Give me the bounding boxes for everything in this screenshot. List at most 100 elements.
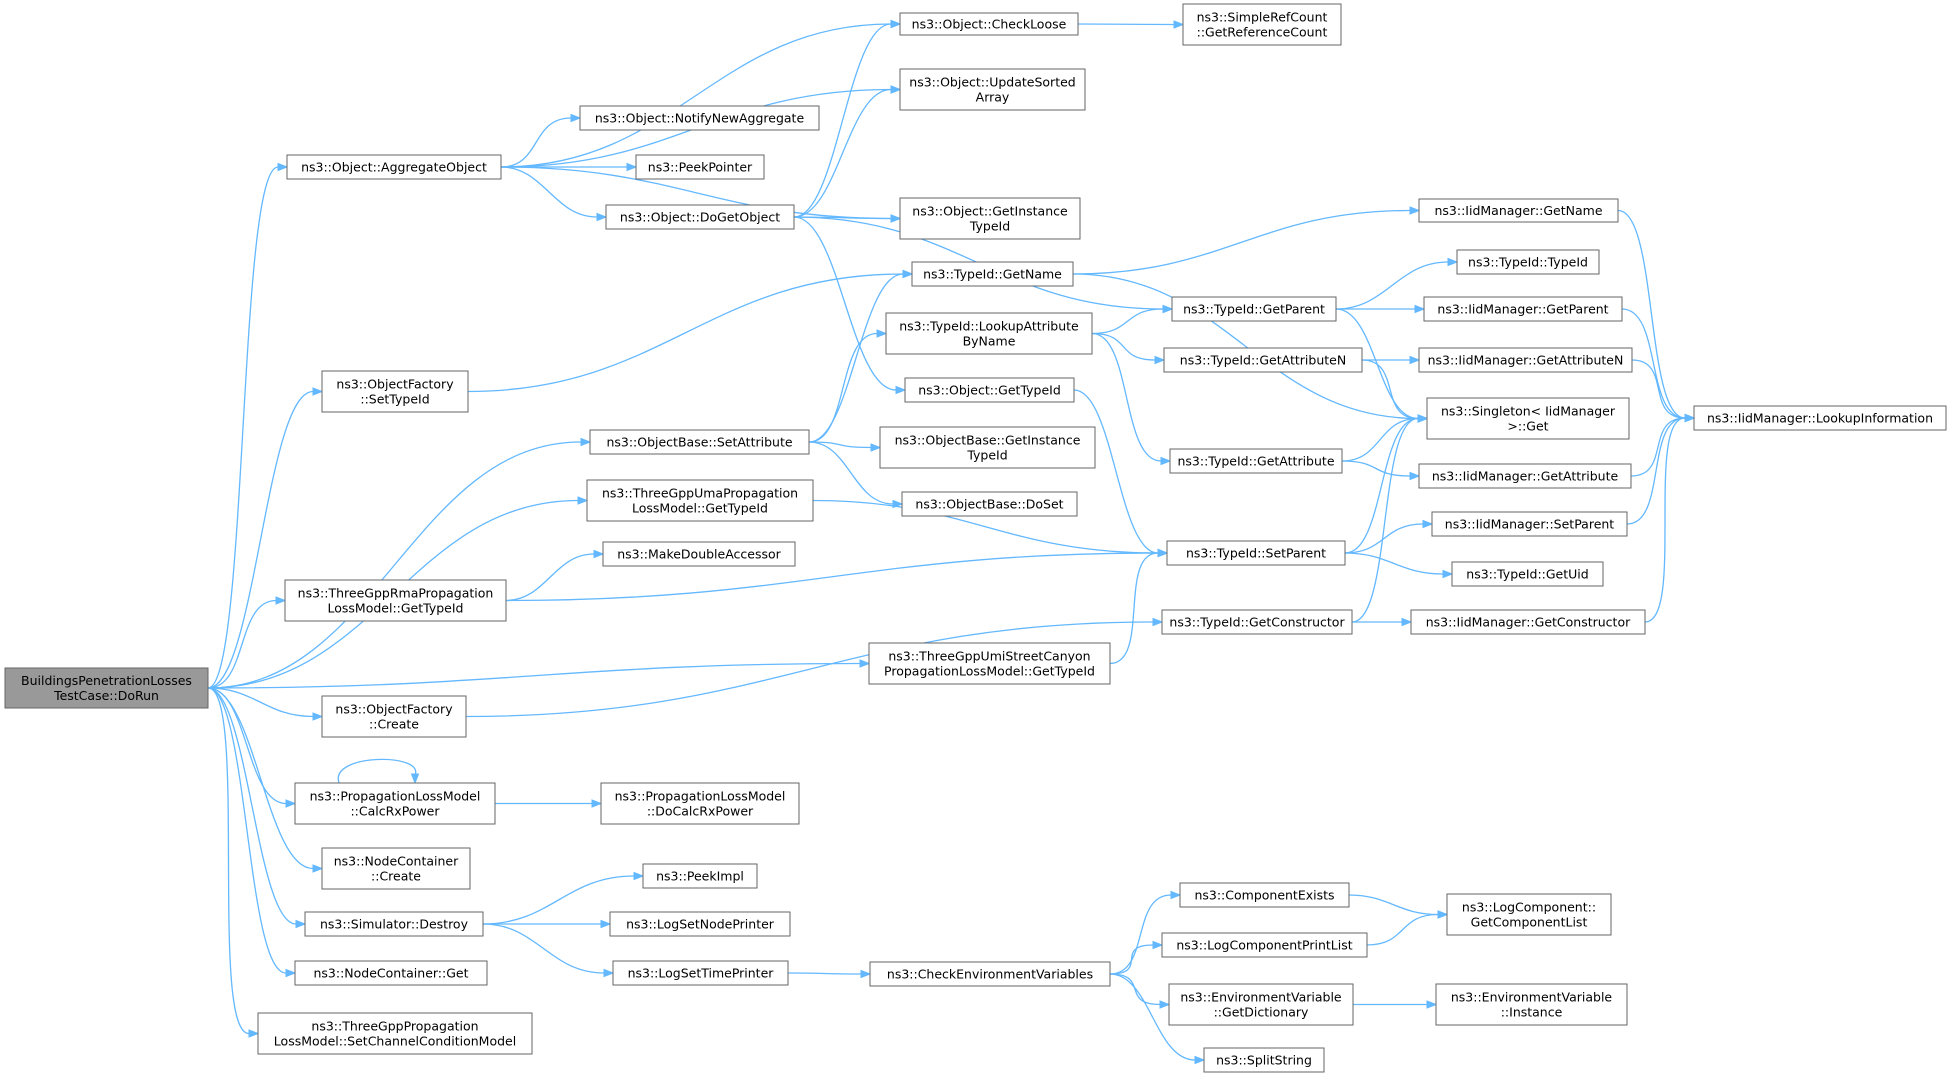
node-box	[1426, 397, 1630, 440]
node-box	[1423, 296, 1623, 322]
node-typeid-get-constructor[interactable]: ns3::TypeId::GetConstructor	[1161, 609, 1353, 635]
node-label: ::Create	[371, 869, 421, 884]
node-typeid-get-parent[interactable]: ns3::TypeId::GetParent	[1171, 296, 1337, 322]
edge-line	[1631, 359, 1686, 419]
arrowhead-icon	[902, 269, 914, 279]
node-do-calc-rx-power[interactable]: ns3::PropagationLossModel::DoCalcRxPower	[600, 782, 800, 825]
edge-line	[1072, 273, 1419, 420]
node-umi-get-typeid[interactable]: ns3::ThreeGppUmiStreetCanyonPropagationL…	[868, 642, 1111, 685]
node-root[interactable]: BuildingsPenetrationLossesTestCase::DoRu…	[4, 667, 209, 709]
edge-object_get_typeid-to-typeid_set_parent	[1073, 389, 1169, 558]
node-simulator-destroy[interactable]: ns3::Simulator::Destroy	[304, 911, 484, 937]
node-env-instance[interactable]: ns3::EnvironmentVariable::Instance	[1435, 983, 1628, 1026]
node-label: ::GetDictionary	[1214, 1005, 1309, 1020]
node-node-container-create[interactable]: ns3::NodeContainer::Create	[321, 847, 471, 890]
node-iid-get-parent[interactable]: ns3::IidManager::GetParent	[1423, 296, 1623, 322]
arrowhead-icon	[890, 85, 902, 94]
node-node-container-get[interactable]: ns3::NodeContainer::Get	[294, 960, 488, 986]
node-label: PropagationLossModel::GetTypeId	[884, 664, 1095, 679]
node-component-exists[interactable]: ns3::ComponentExists	[1179, 882, 1350, 908]
node-box	[1693, 405, 1947, 431]
node-typeid-get-attribute-n[interactable]: ns3::TypeId::GetAttributeN	[1163, 347, 1363, 373]
edge-line	[505, 552, 1159, 602]
node-iid-get-attribute-n[interactable]: ns3::IidManager::GetAttributeN	[1418, 347, 1633, 373]
node-label: GetComponentList	[1471, 915, 1588, 930]
node-singleton-get[interactable]: ns3::Singleton< IidManager>::Get	[1426, 397, 1630, 440]
edge-log_set_time_printer-to-check_environment_variables	[787, 969, 872, 979]
node-label: ns3::ObjectBase::GetInstance	[895, 433, 1081, 448]
node-box	[1169, 448, 1343, 474]
node-iid-get-attribute[interactable]: ns3::IidManager::GetAttribute	[1418, 463, 1632, 489]
node-box	[605, 204, 795, 230]
node-get-component-list[interactable]: ns3::LogComponent::GetComponentList	[1446, 893, 1612, 936]
node-make-double-accessor[interactable]: ns3::MakeDoubleAccessor	[602, 541, 796, 567]
node-label: ::CalcRxPower	[350, 804, 440, 819]
arrowhead-icon	[277, 162, 289, 172]
node-check-environment-variables[interactable]: ns3::CheckEnvironmentVariables	[869, 961, 1111, 987]
node-typeid-get-uid[interactable]: ns3::TypeId::GetUid	[1451, 561, 1604, 587]
node-set-channel-condition-model[interactable]: ns3::ThreeGppPropagationLossModel::SetCh…	[257, 1012, 533, 1055]
node-objectbase-doset[interactable]: ns3::ObjectBase::DoSet	[901, 491, 1078, 517]
node-log-set-node-printer[interactable]: ns3::LogSetNodePrinter	[609, 911, 791, 937]
node-iid-get-constructor[interactable]: ns3::IidManager::GetConstructor	[1410, 609, 1646, 635]
node-iid-lookup-information[interactable]: ns3::IidManager::LookupInformation	[1693, 405, 1947, 431]
node-check-loose[interactable]: ns3::Object::CheckLoose	[899, 12, 1079, 36]
node-label: ns3::Simulator::Destroy	[320, 917, 469, 932]
arrowhead-icon	[1401, 617, 1413, 627]
node-env-get-dictionary[interactable]: ns3::EnvironmentVariable::GetDictionary	[1168, 983, 1354, 1026]
node-object-factory-create[interactable]: ns3::ObjectFactory::Create	[321, 695, 467, 738]
edge-do_get_object-to-check_loose	[793, 19, 902, 218]
edge-line	[1344, 417, 1419, 554]
node-iid-get-name[interactable]: ns3::IidManager::GetName	[1418, 198, 1619, 223]
node-peek-pointer[interactable]: ns3::PeekPointer	[635, 154, 765, 180]
node-rma-get-typeid[interactable]: ns3::ThreeGppRmaPropagationLossModel::Ge…	[284, 579, 507, 622]
edge-iid_get_attribute-to-iid_lookup_information	[1630, 413, 1696, 477]
node-box	[1410, 609, 1646, 635]
edge-simulator_destroy-to-peek_impl	[482, 871, 645, 925]
node-aggregate-object[interactable]: ns3::Object::AggregateObject	[286, 154, 502, 180]
node-get-reference-count[interactable]: ns3::SimpleRefCount::GetReferenceCount	[1182, 3, 1342, 46]
arrowhead-icon	[1409, 355, 1421, 365]
node-box	[284, 579, 507, 622]
edge-line	[793, 88, 892, 218]
edge-root-to-umi_get_typeid	[207, 659, 871, 689]
node-typeid-get-attribute[interactable]: ns3::TypeId::GetAttribute	[1169, 448, 1343, 474]
node-typeid-typeid[interactable]: ns3::TypeId::TypeId	[1456, 249, 1600, 275]
node-uma-get-typeid[interactable]: ns3::ThreeGppUmaPropagationLossModel::Ge…	[586, 479, 814, 522]
node-log-component-print-list[interactable]: ns3::LogComponentPrintList	[1161, 932, 1368, 958]
node-label: ns3::ObjectFactory	[335, 702, 453, 717]
node-object-factory-set-typeid[interactable]: ns3::ObjectFactory::SetTypeId	[321, 370, 469, 413]
node-box	[1431, 511, 1628, 537]
node-do-get-object[interactable]: ns3::Object::DoGetObject	[605, 204, 795, 230]
arrowhead-icon	[248, 1029, 260, 1038]
edge-log_component_print_list-to-get_component_list	[1366, 910, 1449, 946]
edge-line	[1351, 417, 1419, 623]
node-iid-set-parent[interactable]: ns3::IidManager::SetParent	[1431, 511, 1628, 537]
edge-typeid_set_parent-to-typeid_get_uid	[1344, 552, 1454, 579]
edge-line	[793, 216, 897, 391]
node-typeid-get-name[interactable]: ns3::TypeId::GetName	[911, 261, 1074, 287]
node-split-string[interactable]: ns3::SplitString	[1203, 1047, 1325, 1073]
arrowhead-icon	[633, 871, 645, 881]
node-log-set-time-printer[interactable]: ns3::LogSetTimePrinter	[612, 960, 789, 986]
node-objectbase-set-attribute[interactable]: ns3::ObjectBase::SetAttribute	[589, 429, 810, 455]
edge-calc_rx_power-to-calc_rx_power	[337, 758, 420, 785]
node-calc-rx-power[interactable]: ns3::PropagationLossModel::CalcRxPower	[294, 782, 496, 825]
arrowhead-icon	[1157, 548, 1169, 558]
edge-line	[1073, 389, 1159, 554]
edge-line	[1077, 23, 1175, 26]
node-label: ns3::ThreeGppRmaPropagation	[298, 586, 494, 601]
node-notify-new-aggregate[interactable]: ns3::Object::NotifyNewAggregate	[579, 105, 820, 131]
arrowhead-icon	[591, 799, 603, 808]
edge-objectbase_set_attribute-to-objectbase_get_instance_typeid	[808, 441, 882, 452]
node-typeid-set-parent[interactable]: ns3::TypeId::SetParent	[1166, 540, 1346, 566]
node-object-get-typeid[interactable]: ns3::Object::GetTypeId	[904, 377, 1075, 403]
node-label: ByName	[963, 334, 1016, 349]
node-box	[321, 847, 471, 890]
node-box	[294, 782, 496, 825]
node-peek-impl[interactable]: ns3::PeekImpl	[642, 863, 758, 889]
